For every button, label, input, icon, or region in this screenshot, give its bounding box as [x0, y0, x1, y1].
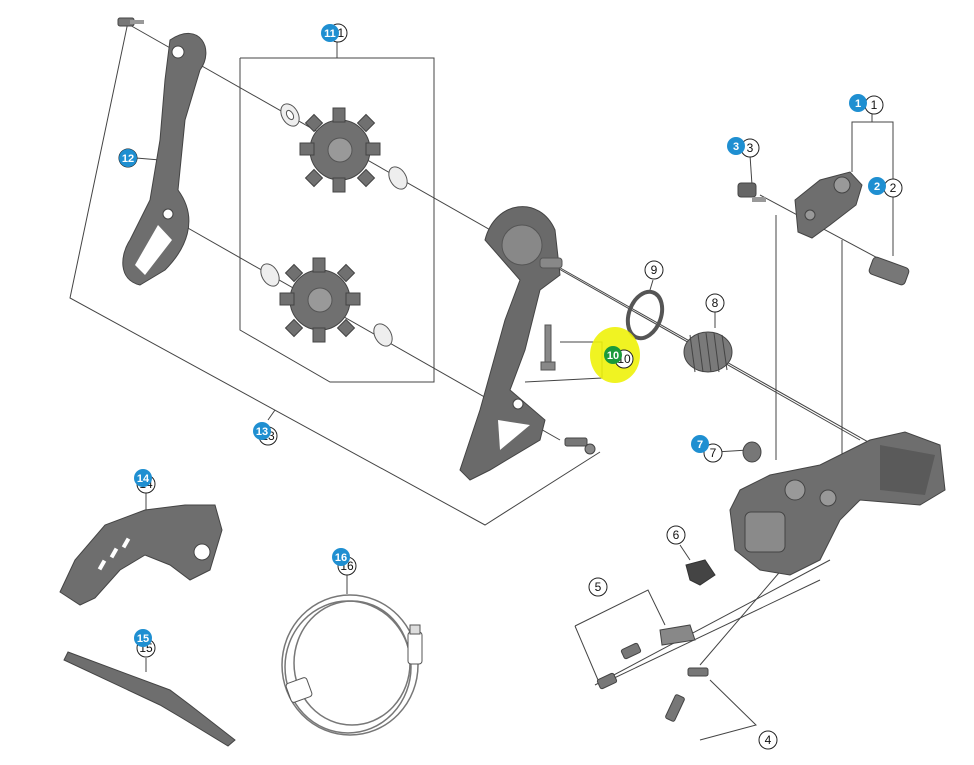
callout-badge: [119, 149, 137, 167]
callout-badge: [849, 94, 867, 112]
callout-8[interactable]: 8: [705, 293, 725, 313]
callout-number: 5: [595, 580, 602, 594]
callout-number: 3: [747, 141, 754, 155]
callout-4[interactable]: 4: [758, 730, 778, 750]
set-screw-part: [596, 624, 696, 690]
b-axle-mount-part: [794, 171, 863, 239]
callout-11[interactable]: 1111: [321, 23, 348, 43]
usb-plug-part: [407, 624, 423, 665]
adjust-bolt-part: [737, 182, 766, 202]
callout-badge-number: 15: [137, 633, 149, 645]
cable-connector-part: [285, 677, 313, 703]
callout-badge: [134, 629, 152, 647]
callout-badge-number: 12: [122, 153, 134, 165]
callout-circle: [705, 293, 725, 313]
callout-circle: [703, 443, 723, 463]
callout-number: 4: [765, 733, 772, 747]
callout-badge-number: 14: [137, 473, 150, 485]
callout-circle: [666, 525, 686, 545]
callout-number: 1: [871, 98, 878, 112]
callout-6[interactable]: 6: [666, 525, 686, 545]
cap-nut-part: [742, 441, 762, 463]
callout-badge: [134, 469, 152, 487]
callout-circle: [758, 730, 778, 750]
callout-12[interactable]: 1212: [118, 148, 138, 168]
tension-pin-part: [540, 324, 556, 371]
callout-badge-number: 10: [607, 350, 619, 362]
adjust-tool-part: [63, 651, 236, 747]
callout-badge-number: 1: [855, 98, 861, 110]
callout-circle: [644, 260, 664, 280]
tension-spring-part: [683, 331, 733, 373]
callout-badge-number: 11: [324, 28, 336, 40]
callout-3[interactable]: 33: [727, 137, 760, 158]
callout-circle: [588, 577, 608, 597]
callout-5[interactable]: 5: [588, 577, 608, 597]
callout-badge: [332, 548, 350, 566]
inner-plate-part: [459, 206, 563, 481]
outer-plate-part: [122, 33, 207, 286]
callout-badge-number: 7: [697, 439, 703, 451]
callout-badge: [604, 346, 622, 364]
derailleur-body-part: [729, 431, 946, 576]
callout-13[interactable]: 1313: [253, 422, 278, 446]
callout-badge-number: 16: [335, 552, 347, 564]
assembly-lines: [69, 21, 901, 741]
b-axle-bolt-part: [868, 256, 910, 286]
callout-1[interactable]: 11: [849, 94, 884, 115]
o-ring-part: [625, 289, 665, 341]
callout-badge-number: 3: [733, 141, 739, 153]
usb-cable-part: [281, 594, 419, 736]
cover-part: [685, 559, 716, 586]
callout-14[interactable]: 1414: [134, 469, 156, 494]
callout-layer: 1122334567789101011111212131314141515161…: [118, 23, 903, 750]
callout-7[interactable]: 77: [691, 435, 723, 463]
callout-number: 6: [673, 528, 680, 542]
callout-number: 7: [710, 446, 717, 460]
mount-bolt-part: [665, 667, 709, 722]
callout-9[interactable]: 9: [644, 260, 664, 280]
callout-badge-number: 2: [874, 181, 880, 193]
callout-badge: [691, 435, 709, 453]
callout-badge-number: 13: [256, 426, 268, 438]
callout-badge: [253, 422, 271, 440]
plate-screw-part: [117, 17, 144, 27]
callout-number: 2: [890, 181, 897, 195]
callout-badge: [868, 177, 886, 195]
callout-badge: [321, 24, 339, 42]
callout-number: 9: [651, 263, 658, 277]
callout-number: 8: [712, 296, 719, 310]
callout-2[interactable]: 22: [868, 177, 903, 198]
pulley-set-part: [260, 103, 408, 347]
callout-badge: [727, 137, 745, 155]
plate-bolt-part: [564, 437, 596, 455]
plate-guard-part: [59, 504, 223, 606]
